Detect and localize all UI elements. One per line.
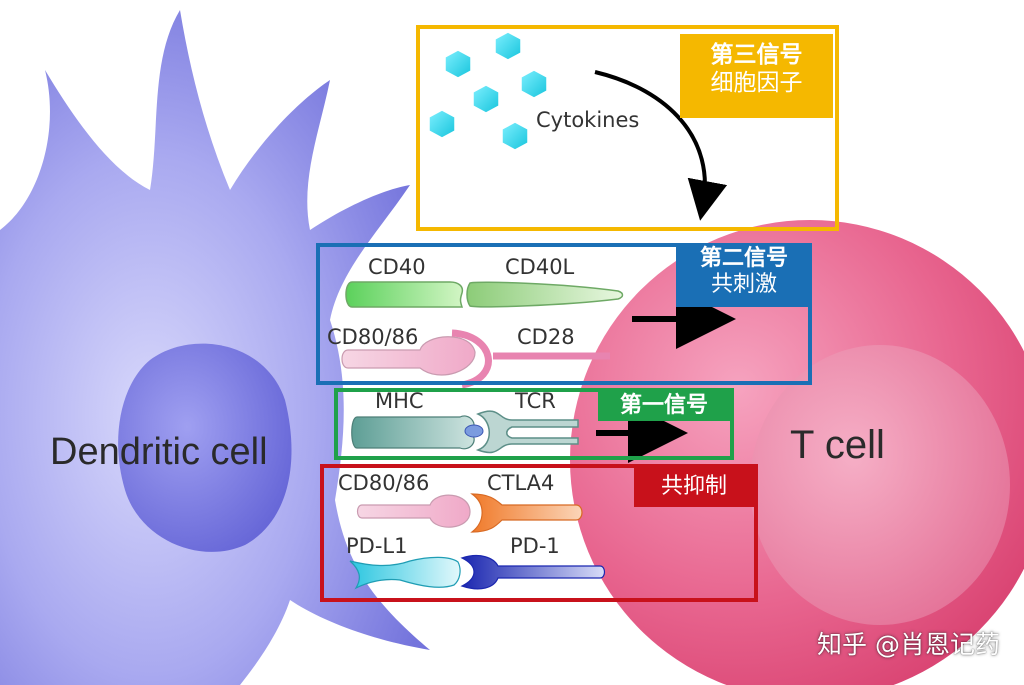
cd80-86-inhib-molecule <box>356 494 471 528</box>
mhc-molecule <box>351 415 475 450</box>
pd1-molecule <box>460 554 606 590</box>
third-signal-frame <box>416 25 839 231</box>
pdl1-label: PD-L1 <box>346 534 407 558</box>
pd1-label: PD-1 <box>510 534 560 558</box>
dendritic-nucleus <box>118 343 292 552</box>
dendritic-cell-label: Dendritic cell <box>50 431 268 473</box>
cytokine-hexagon <box>494 31 522 61</box>
watermark: 知乎 @肖恩记药 <box>817 630 1000 659</box>
first-signal-frame <box>334 388 734 460</box>
cytokine-hexagon <box>428 109 456 139</box>
second-signal-title: 第二信号 <box>699 246 788 271</box>
cd40l-molecule <box>466 281 624 308</box>
cd40-molecule <box>345 281 464 308</box>
tcr-molecule <box>475 410 579 454</box>
mhc-label: MHC <box>375 389 424 413</box>
tcr-label: TCR <box>514 389 556 413</box>
cd80-86-inhib-label: CD80/86 <box>338 471 429 495</box>
ctla4-label: CTLA4 <box>487 471 554 495</box>
ctla4-molecule <box>470 493 583 533</box>
cytokine-arrow <box>594 70 728 221</box>
first-signal-title: 第一信号 <box>619 393 708 418</box>
cd28-label: CD28 <box>517 325 575 349</box>
cd40-label: CD40 <box>368 255 426 279</box>
third-signal-title: 第三信号 <box>710 42 803 68</box>
cd80-86-costim-molecule <box>341 336 476 376</box>
third-signal-tag: 第三信号 细胞因子 <box>680 34 833 118</box>
cytokines-label: Cytokines <box>536 108 639 132</box>
pdl1-molecule <box>349 556 461 590</box>
cd40l-label: CD40L <box>505 255 575 279</box>
antigen-peptide <box>464 424 484 438</box>
second-signal-subtitle: 共刺激 <box>710 272 777 298</box>
t-cell-nucleus <box>750 345 1010 625</box>
cytokine-hexagon <box>501 121 529 151</box>
cytokine-hexagon <box>444 49 472 79</box>
second-signal-tag: 第二信号 共刺激 <box>676 243 812 307</box>
coinhibition-frame <box>320 464 758 602</box>
t-cell-label: T cell <box>790 423 885 467</box>
cytokine-hexagon <box>472 84 500 114</box>
coinhibition-title: 共抑制 <box>660 474 727 499</box>
first-signal-tag: 第一信号 <box>598 391 730 421</box>
cytokine-hexagons <box>428 31 548 151</box>
second-signal-frame <box>316 243 812 385</box>
coinhibition-tag: 共抑制 <box>634 467 754 507</box>
cd80-86-costim-label: CD80/86 <box>327 325 418 349</box>
third-signal-subtitle: 细胞因子 <box>710 69 803 96</box>
cytokine-hexagon <box>520 69 548 99</box>
